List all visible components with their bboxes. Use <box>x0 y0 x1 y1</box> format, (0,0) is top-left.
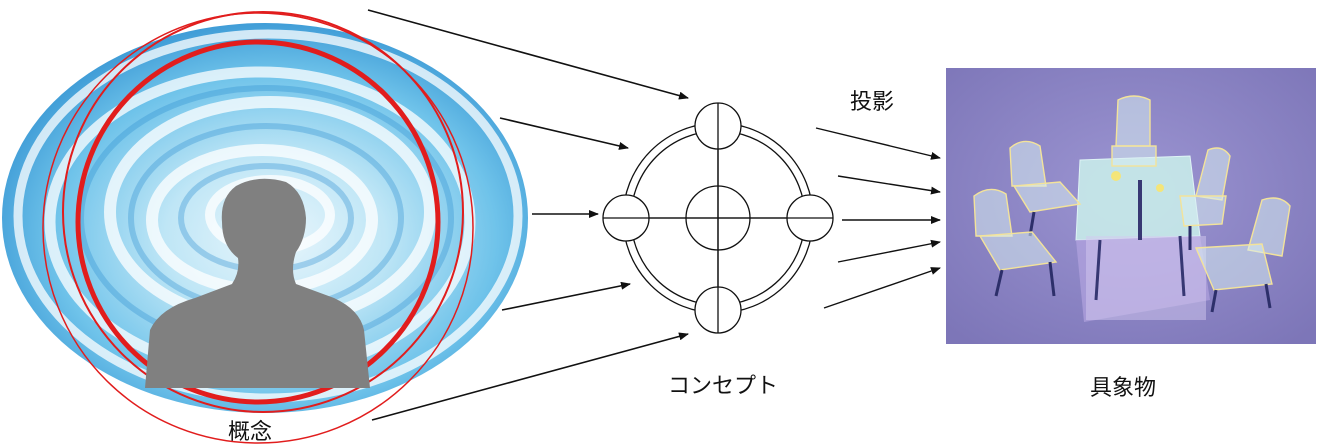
chair-top <box>1112 96 1156 166</box>
concept-symbol <box>603 103 833 333</box>
projection-arrows <box>816 128 940 308</box>
concept-label: 概念 <box>228 414 272 446</box>
concept-katakana-label: コンセプト <box>668 368 778 400</box>
projection-label: 投影 <box>850 84 894 116</box>
concrete-object-scene <box>946 68 1316 344</box>
concrete-object-label: 具象物 <box>1090 370 1156 402</box>
